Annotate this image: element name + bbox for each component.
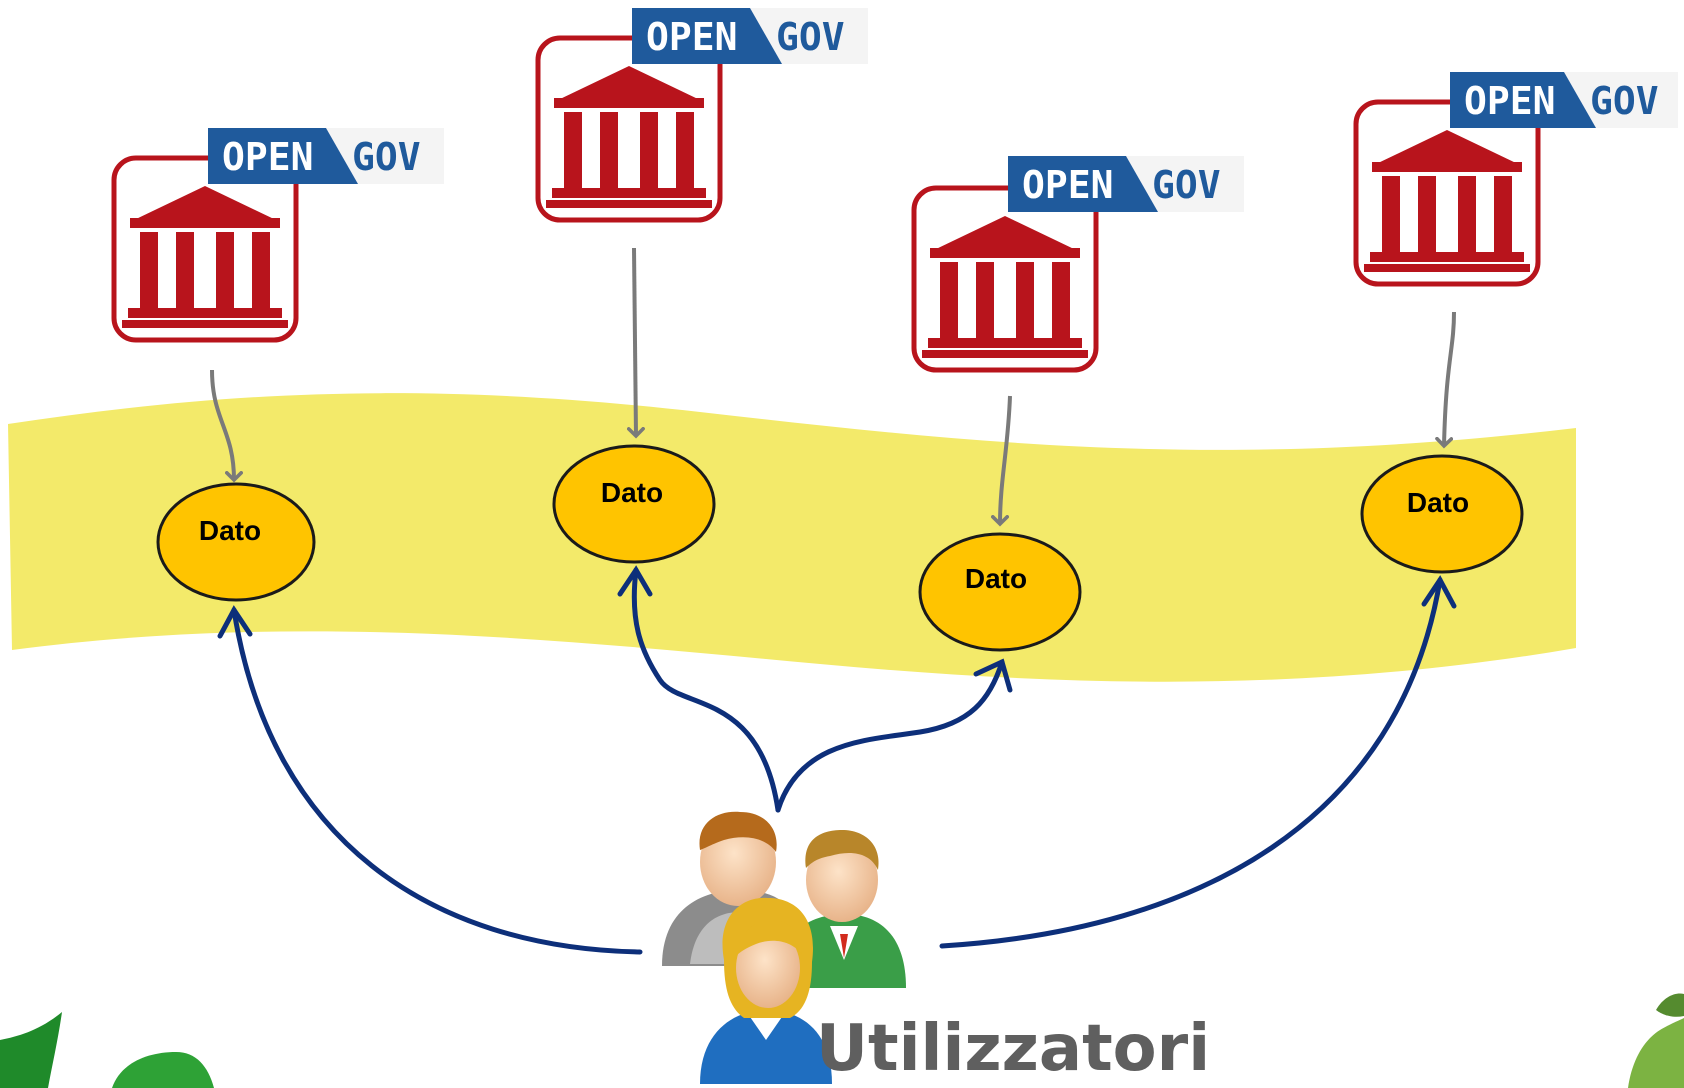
badge-open-text: OPEN	[1464, 79, 1556, 123]
blue-arrow-3-head	[973, 658, 1013, 693]
blue-arrow-1	[231, 607, 643, 955]
institution-building-icon	[546, 66, 712, 208]
data-node-label: Dato	[199, 515, 261, 546]
opengov-badge-2: OPEN GOV	[632, 8, 868, 64]
institution-icon-2	[535, 35, 723, 223]
opengov-badge-4: OPEN GOV	[1450, 72, 1678, 128]
institution-building-icon	[922, 216, 1088, 358]
gray-arrow-3	[991, 395, 1012, 527]
data-node-3: Dato	[918, 532, 1082, 652]
gray-arrow-2	[626, 247, 645, 439]
opengov-badge-3: OPEN GOV	[1008, 156, 1244, 212]
data-node-4: Dato	[1360, 454, 1524, 574]
leaf-decoration-icon	[0, 1012, 214, 1088]
data-band	[8, 393, 1576, 682]
institution-icon-1	[111, 155, 299, 343]
institution-building-icon	[1364, 130, 1530, 272]
institution-icon-3	[911, 185, 1099, 373]
institution-building-icon	[122, 186, 288, 328]
opengov-badge-1: OPEN GOV	[208, 128, 444, 184]
data-node-label: Dato	[601, 477, 663, 508]
badge-gov-text: GOV	[352, 135, 421, 179]
blue-arrows	[217, 565, 1457, 955]
blue-arrow-1-head	[217, 605, 253, 639]
badge-open-text: OPEN	[1022, 163, 1114, 207]
users-label: Utilizzatori	[816, 1012, 1210, 1086]
institution-icon-4	[1353, 99, 1541, 287]
blue-arrow-4	[939, 577, 1443, 949]
users-group-icon	[662, 811, 906, 1084]
gray-arrow-1	[210, 369, 243, 483]
leaf-decoration-icon	[1628, 993, 1684, 1088]
badge-gov-text: GOV	[1590, 79, 1659, 123]
badge-gov-text: GOV	[776, 15, 845, 59]
blue-arrow-4-head	[1421, 575, 1457, 609]
badge-open-text: OPEN	[222, 135, 314, 179]
data-node-label: Dato	[965, 563, 1027, 594]
badge-gov-text: GOV	[1152, 163, 1221, 207]
badge-open-text: OPEN	[646, 15, 738, 59]
blue-arrow-2-head	[617, 565, 653, 597]
data-node-1: Dato	[156, 482, 316, 602]
blue-arrow-2	[631, 567, 781, 813]
data-node-label: Dato	[1407, 487, 1469, 518]
gray-arrow-4	[1435, 311, 1456, 449]
data-node-2: Dato	[552, 444, 716, 564]
blue-arrow-3	[775, 659, 1005, 813]
